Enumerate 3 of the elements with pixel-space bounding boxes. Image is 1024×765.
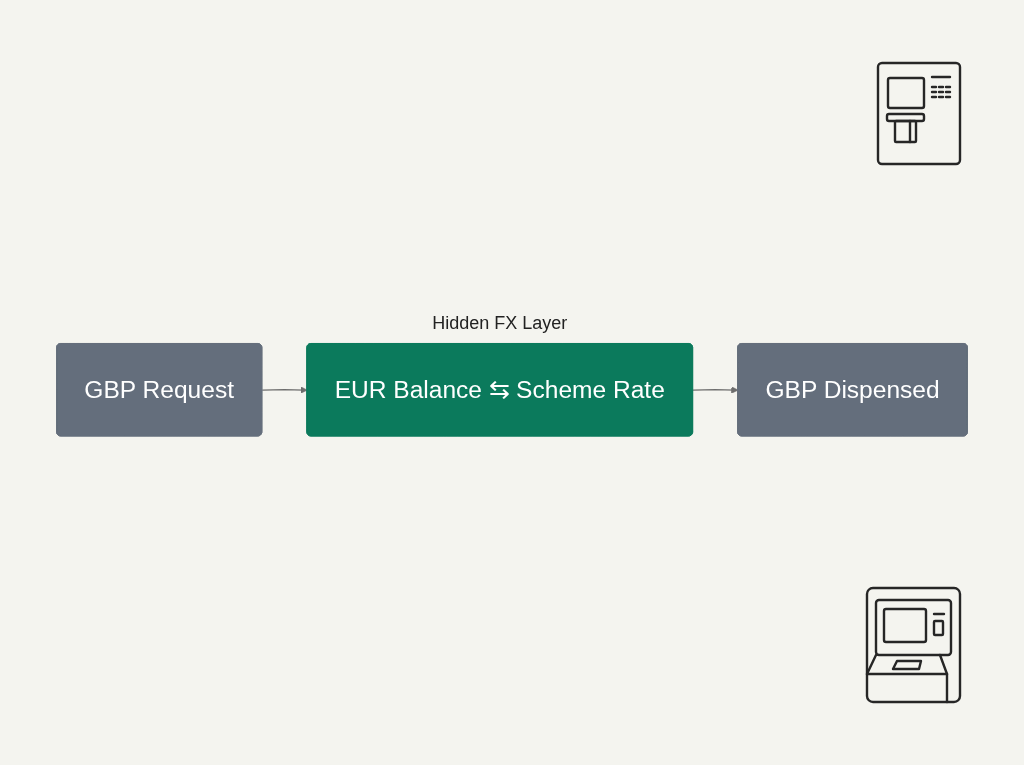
node-caption: Hidden FX Layer	[432, 312, 568, 333]
arrow	[261, 386, 308, 394]
arrow	[692, 386, 739, 394]
